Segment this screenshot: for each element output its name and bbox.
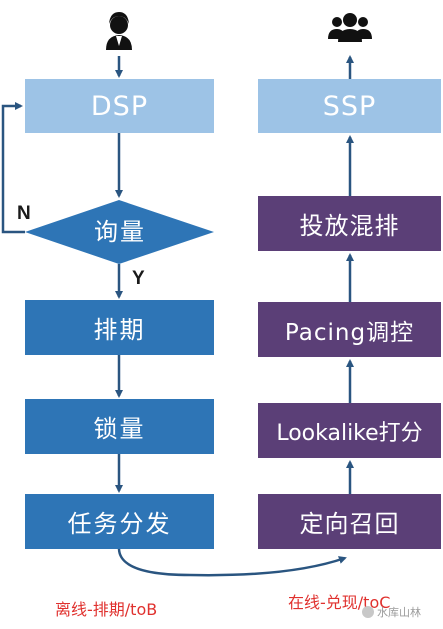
watermark-icon [362,606,374,618]
arrow-dispatch-to-recall [117,548,347,577]
no-branch-label: N [17,203,31,224]
lookalike-box: Lookalike打分 [258,403,441,458]
ranking-box: 投放混排 [258,196,441,251]
ssp-box: SSP [258,79,441,133]
dsp-box: DSP [25,79,214,133]
watermark-text: 水库山林 [377,606,421,619]
group-icon [328,13,372,42]
recall-box: 定向召回 [258,494,441,549]
yes-branch-label: Y [132,268,145,289]
watermark: 水库山林 [362,604,421,620]
decision-label: 询量 [94,218,146,246]
schedule-box: 排期 [25,300,214,355]
arrow-no-loop [1,102,25,234]
decision-diamond [25,200,214,264]
lock-box: 锁量 [25,399,214,454]
dispatch-box: 任务分发 [25,494,214,549]
pacing-box: Pacing调控 [258,302,441,357]
person-icon [106,12,132,50]
offline-caption: 离线-排期/toB [55,600,158,619]
